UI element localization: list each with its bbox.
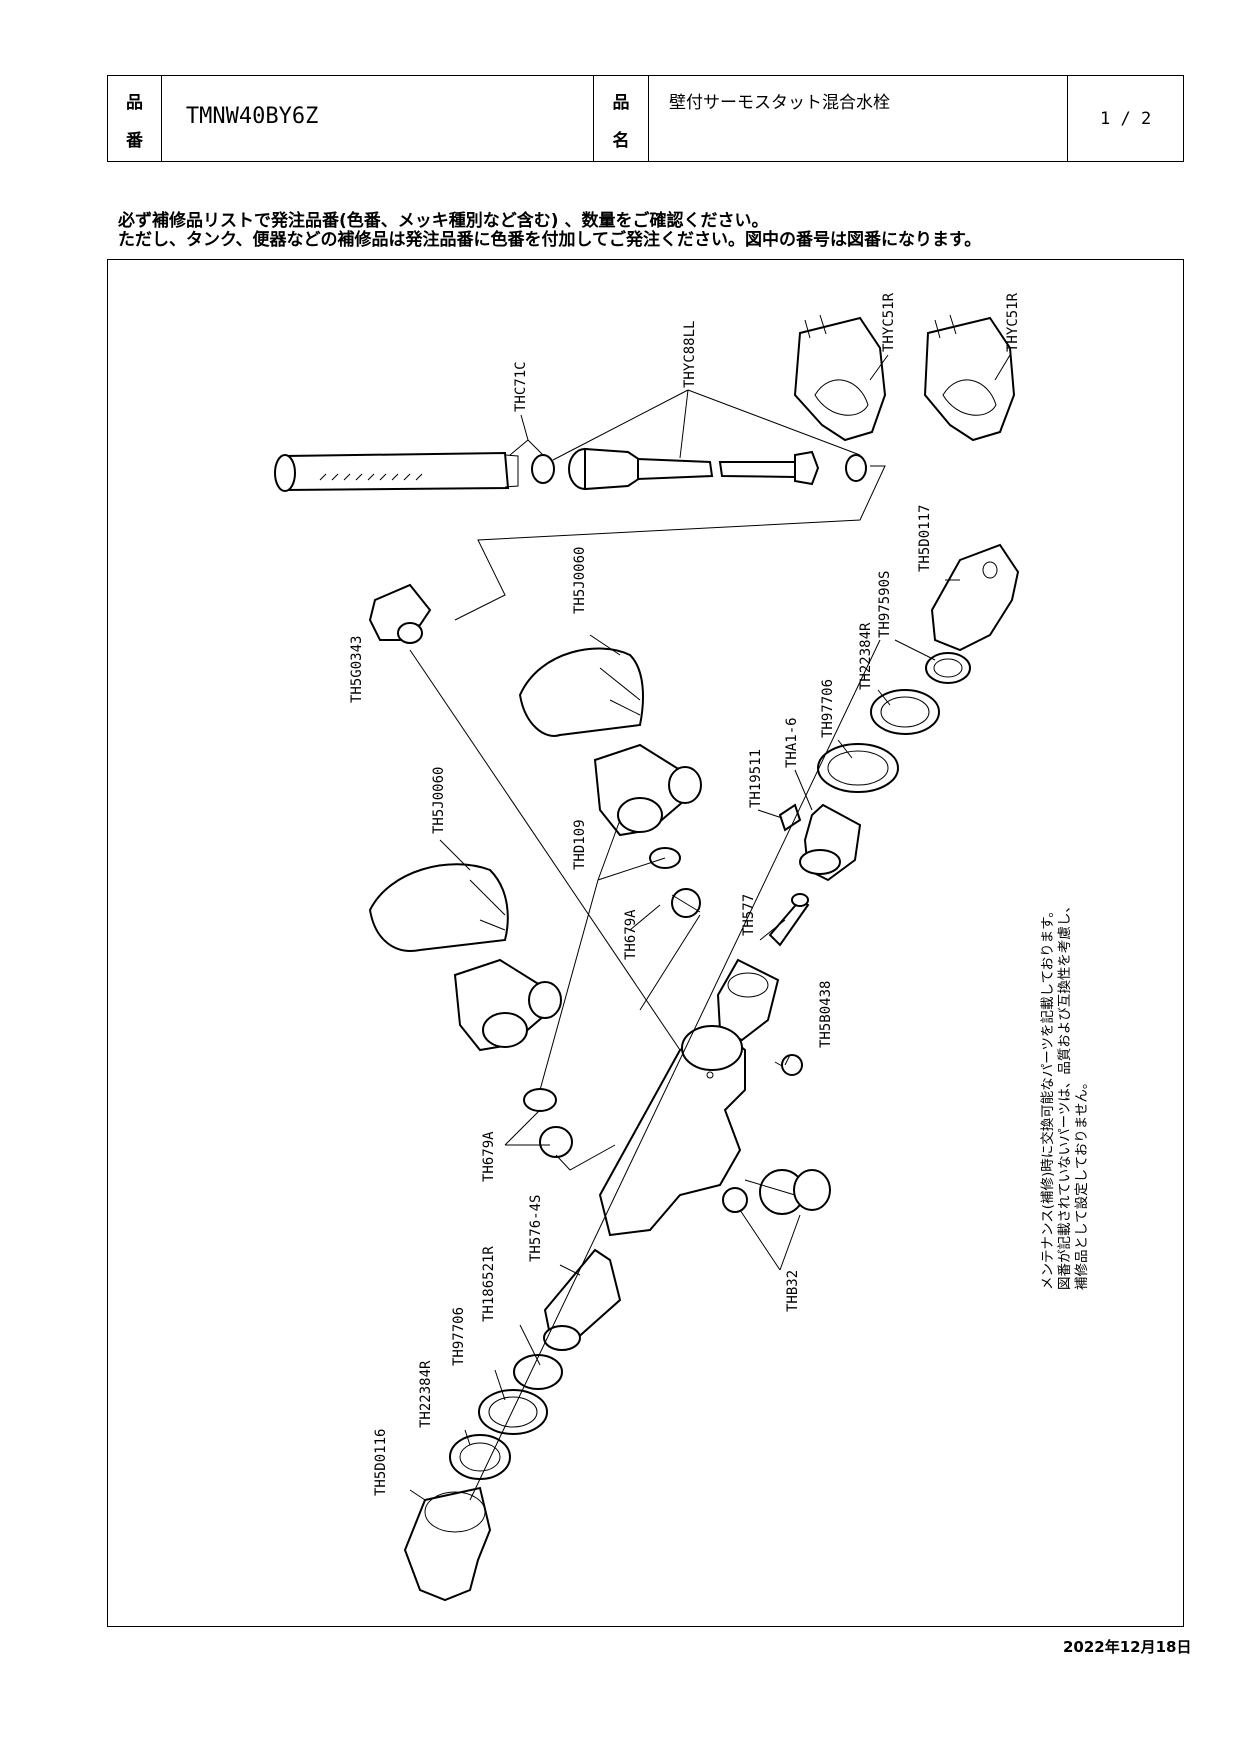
strainer-upper <box>671 888 701 918</box>
lock-ring-top <box>925 652 971 684</box>
label-thc71c: THC71C <box>513 361 529 412</box>
label-th5g0343: TH5G0343 <box>349 636 365 703</box>
part-no-label: 品 番 <box>108 76 162 161</box>
label-th22384r-bottom: TH22384R <box>418 1360 434 1428</box>
label-thyc51r-1: THYC51R <box>881 292 897 352</box>
clip <box>778 803 802 832</box>
handle-cover-upper <box>518 647 644 737</box>
label-th97706-bottom: TH97706 <box>451 1307 467 1366</box>
washer-hose <box>845 454 867 482</box>
label-th97706-top: TH97706 <box>820 679 836 738</box>
label-th5j0060-left: TH5J0060 <box>431 767 447 834</box>
label-thyc51r-2: THYC51R <box>1005 292 1021 352</box>
faucet-body <box>598 1025 746 1237</box>
label-th679a-bottom: TH679A <box>481 1131 497 1182</box>
label-thyc88ll: THYC88LL <box>682 321 698 388</box>
label-th577: TH577 <box>741 894 757 936</box>
ring-lower <box>513 1354 563 1390</box>
notice-line-2: ただし、タンク、便器などの補修品は発注品番に色番を付加してご発注ください。図中の… <box>118 230 982 250</box>
label-thd109: THD109 <box>572 819 588 870</box>
shower-head <box>274 451 519 492</box>
label-th22384r-top: TH22384R <box>858 622 874 690</box>
lock-ring-lower <box>449 1434 511 1480</box>
valve-upper <box>593 743 702 837</box>
cartridge-body <box>716 958 780 1042</box>
label-thb32: THB32 <box>785 1270 801 1312</box>
hose-nut <box>568 447 641 491</box>
label-th186521r: TH186521R <box>481 1246 497 1322</box>
issue-date: 2022年12月18日 <box>1063 1638 1192 1656</box>
diagram-frame <box>107 259 1184 1627</box>
strainer-lower <box>539 1126 573 1158</box>
elbow-fitting <box>368 583 432 644</box>
shower-hose <box>637 450 820 486</box>
page-number: 1 / 2 <box>1100 108 1152 129</box>
spindle <box>768 893 810 947</box>
shower-hook-1 <box>793 314 887 442</box>
label-th19511: TH19511 <box>748 749 764 808</box>
handle-lower <box>403 1486 492 1602</box>
flow-cartridge <box>543 1248 622 1351</box>
label-th679a-top: TH679A <box>623 909 639 960</box>
valve-lower <box>453 958 562 1052</box>
product-name: 壁付サーモスタット混合水栓 <box>649 76 1069 161</box>
maintenance-line-1: メンテナンス(補修)時に交換可能なパーツを記載しております。 <box>1040 904 1056 1290</box>
maintenance-line-2: 図番が記載されていないパーツは、品質および互換性を考慮し、 <box>1057 899 1073 1290</box>
header-table: 品 番 TMNW40BY6Z 品 名 壁付サーモスタット混合水栓 1 / 2 <box>107 75 1184 162</box>
label-th5d0116: TH5D0116 <box>373 1429 389 1496</box>
ring-top <box>870 689 940 735</box>
label-th576-4s: TH576-4S <box>528 1195 544 1262</box>
label-th97590s: TH97590S <box>877 571 893 638</box>
label-th5d0117: TH5D0117 <box>917 505 933 572</box>
maintenance-line-3: 補修品として設定しておりません。 <box>1074 1075 1090 1290</box>
label-th5b0438: TH5B0438 <box>818 981 834 1048</box>
thermo-cartridge <box>799 803 862 882</box>
part-number: TMNW40BY6Z <box>162 76 595 161</box>
cap-ring-lower <box>478 1389 548 1435</box>
cap-ring-top <box>817 743 899 793</box>
order-notice: 必ず補修品リストで発注品番(色番、メッキ種別など含む) 、数量をご確認ください。… <box>118 212 981 250</box>
handle-cover-lower <box>368 863 509 952</box>
label-tha1-6: THA1-6 <box>784 717 800 768</box>
handle-top <box>930 543 1020 652</box>
washer-lower <box>523 1088 557 1112</box>
outlet-nut <box>759 1169 831 1215</box>
label-th5j0060-top: TH5J0060 <box>572 547 588 614</box>
outlet-washer <box>722 1187 748 1213</box>
washer-shower <box>531 454 555 484</box>
name-label: 品 名 <box>594 76 649 161</box>
notice-line-1: 必ず補修品リストで発注品番(色番、メッキ種別など含む) 、数量をご確認ください。 <box>118 211 769 231</box>
shower-hook-2 <box>923 314 1016 442</box>
